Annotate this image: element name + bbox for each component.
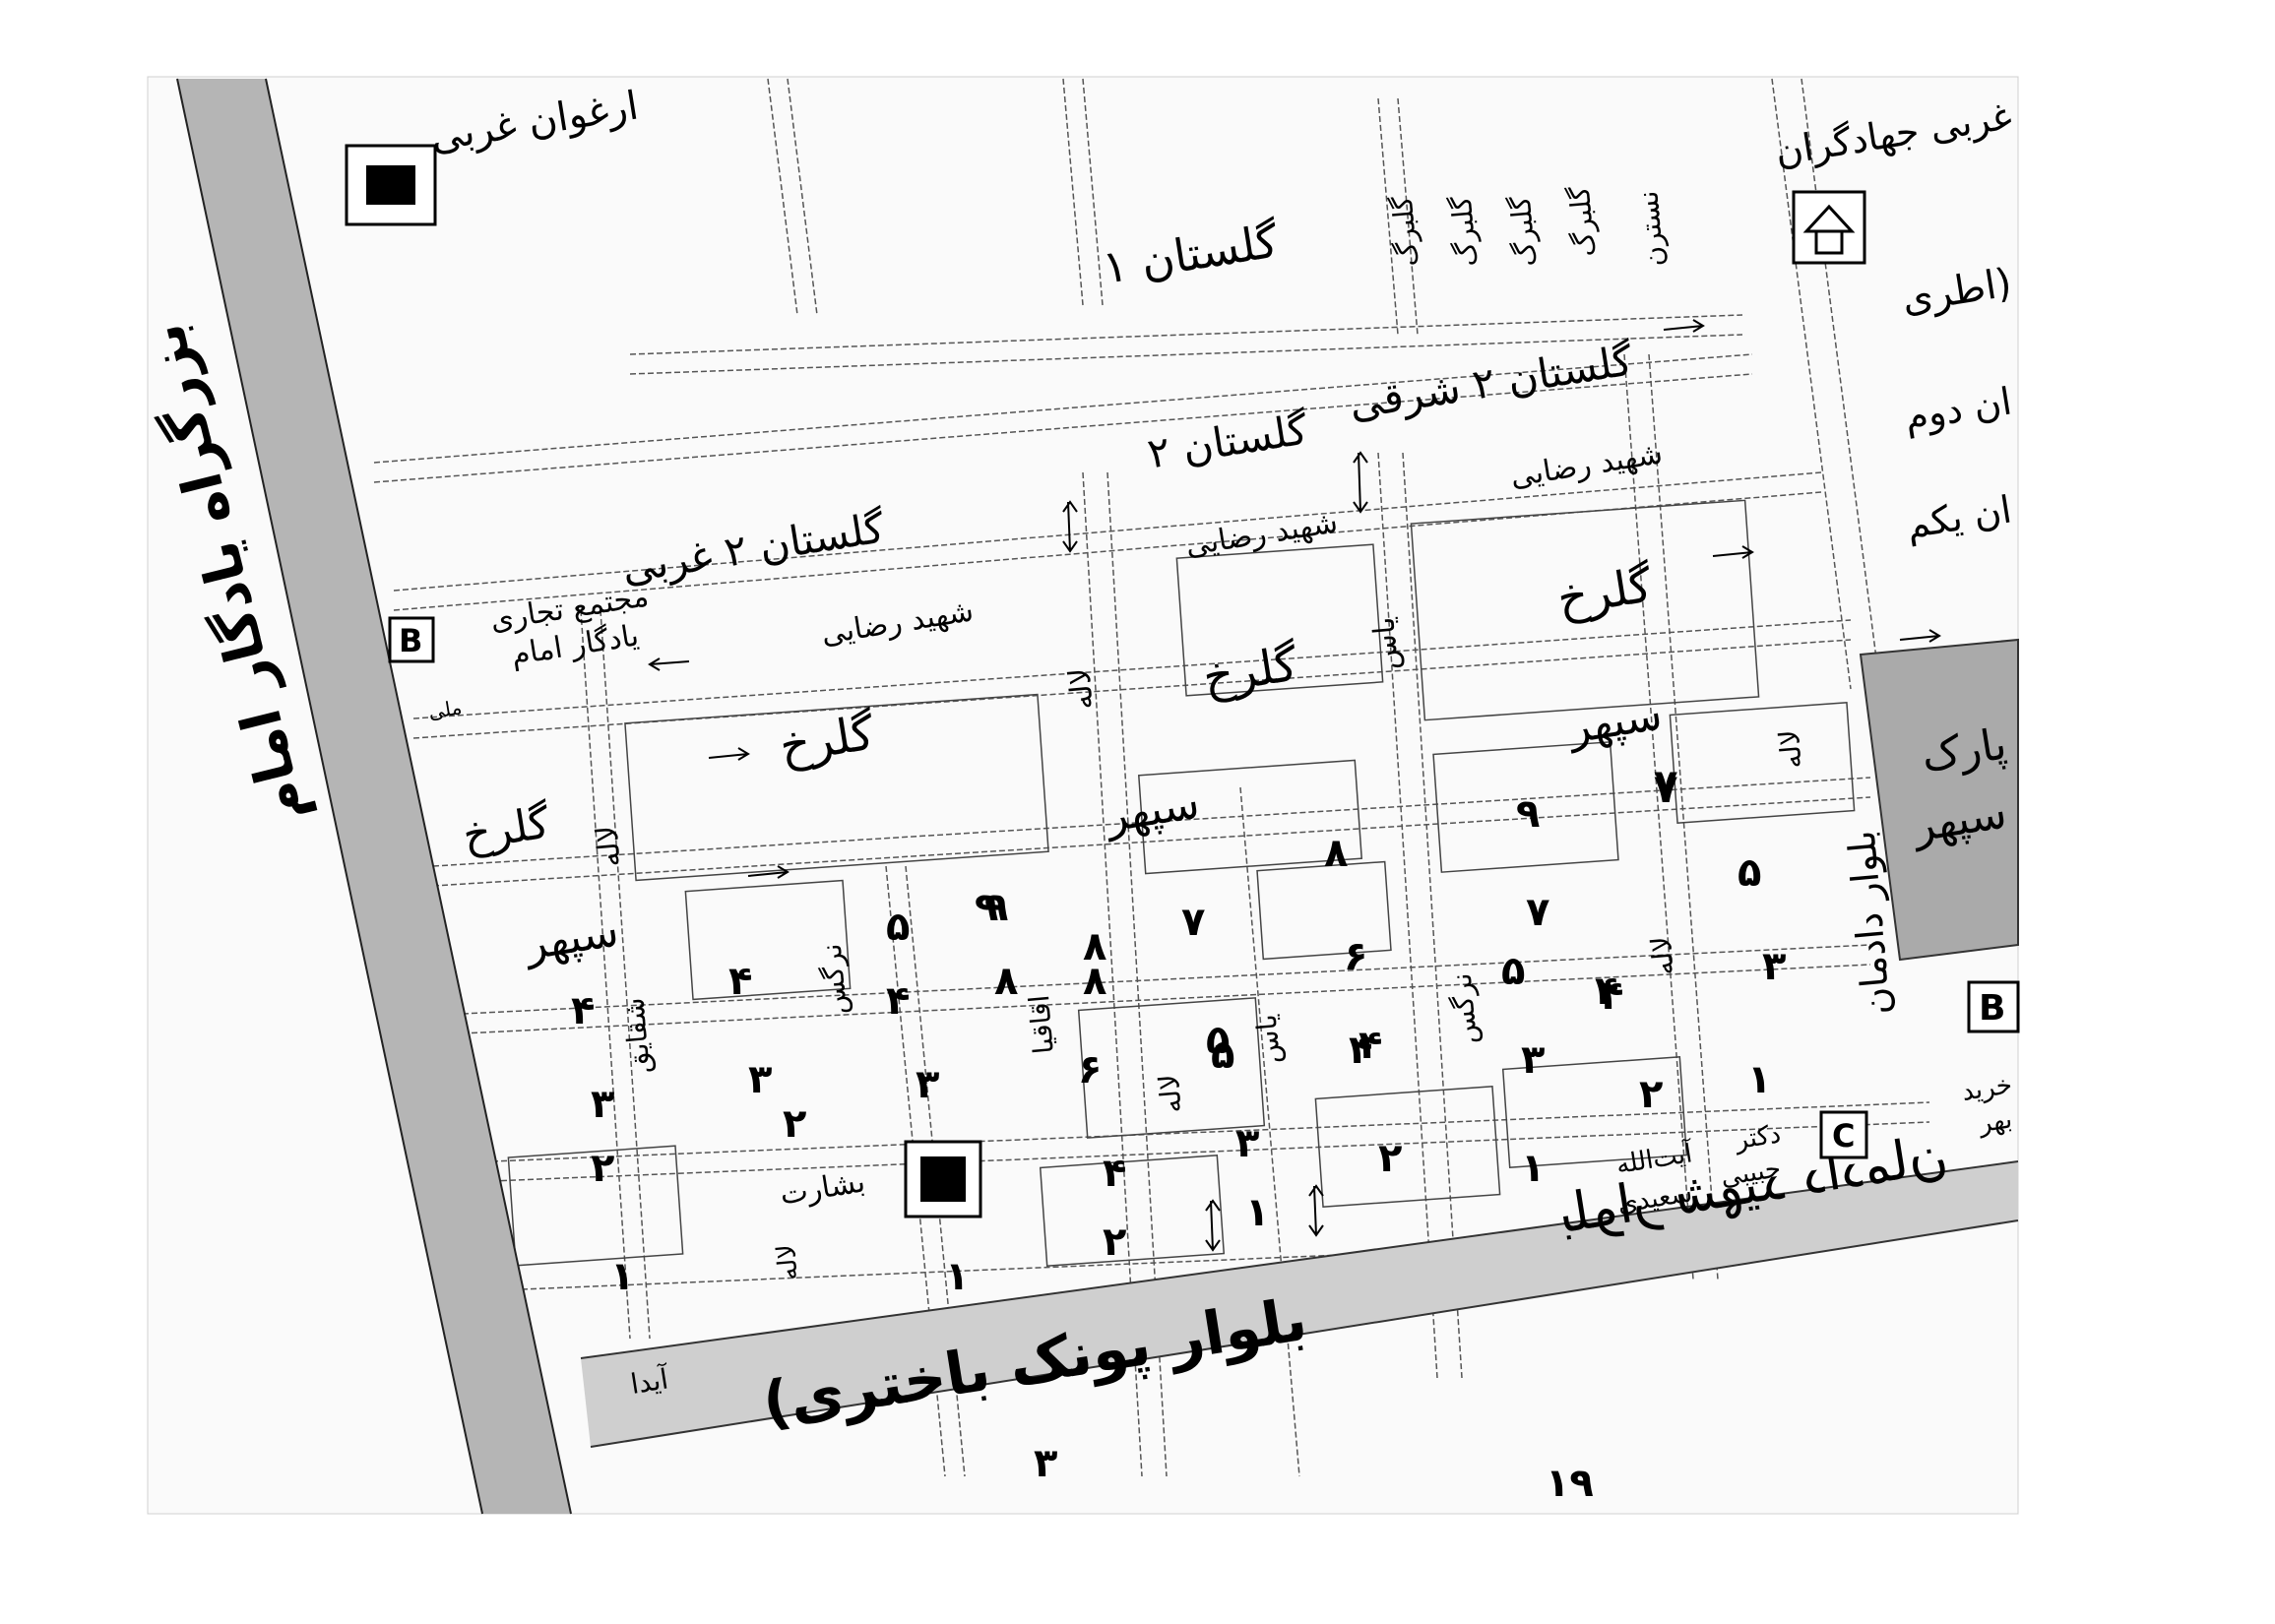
alley-number: ۴ — [1595, 968, 1618, 1014]
alley-name-11: نرگس — [1445, 971, 1484, 1045]
alley-name-6: یاس — [1366, 615, 1406, 671]
alley-number: ۳ — [1034, 1441, 1057, 1486]
alley-number: ۱ — [1747, 1057, 1771, 1102]
bank-icon: B — [388, 616, 435, 663]
alley-number: ۸ — [1083, 959, 1106, 1004]
mosque-icon — [1792, 190, 1866, 265]
alley-numbers: ۹ ۸ ۷ ۵ ۹ ۵ ۴ ۴ ۴ ۸ ۸ ۷ ۶ ۷ ۵ ۴ ۳ ۳ ۳ ۲ … — [571, 762, 1786, 1506]
svg-text:B: B — [1979, 988, 2005, 1029]
alley-number: ۹ — [1516, 791, 1540, 837]
direction-arrows — [648, 319, 1941, 1252]
doctor-label-1: دکتر — [1732, 1119, 1783, 1156]
alley-number: ۵ — [1211, 1032, 1234, 1078]
boulevard-band — [580, 1160, 2019, 1448]
alley-number: ۷ — [1526, 890, 1549, 935]
alley-name-8: لاله — [590, 824, 628, 868]
alley-number: ۳ — [1235, 1121, 1259, 1166]
alley-number: ۱ — [610, 1254, 634, 1299]
alley-number: ۸ — [1083, 924, 1106, 969]
alley-number: ۲ — [1639, 1072, 1663, 1117]
park-area — [1859, 638, 2019, 962]
alley-number: ۱۹ — [1546, 1461, 1594, 1506]
highway-band — [176, 78, 572, 1515]
alley-number: ۳ — [1762, 944, 1786, 989]
ida-label: آیدا — [628, 1362, 671, 1401]
alley-number: ۱ — [945, 1254, 969, 1299]
alley-name-7: لاله — [1062, 666, 1101, 711]
alley-number: ۲ — [783, 1101, 806, 1147]
clinic-icon: C — [1819, 1110, 1868, 1159]
alley-name-4: گلبرگ — [1563, 184, 1602, 258]
city-blocks — [507, 499, 1856, 1267]
alley-name-13: یاس — [1250, 1013, 1287, 1065]
alley-number: ۴ — [886, 978, 910, 1024]
alley-name-3: گلبرگ — [1504, 194, 1543, 268]
alley-name-2: گلبرگ — [1445, 194, 1484, 268]
alley-number: ۸ — [1324, 831, 1348, 876]
alley-name-15: لاله — [1153, 1073, 1188, 1114]
alley-number: ۴ — [1349, 1028, 1372, 1073]
alley-number: ۳ — [591, 1082, 614, 1127]
alley-name-10: نرگس — [815, 942, 853, 1016]
alley-name-16: لاله — [1773, 728, 1808, 770]
street-grid — [373, 78, 1930, 1477]
alley-number: ۲ — [591, 1146, 614, 1191]
alley-number: ۱ — [1521, 1146, 1545, 1191]
alley-number: ۴ — [1103, 1151, 1126, 1196]
alley-number: ۵ — [1206, 1018, 1230, 1063]
mall-suffix: ملی — [426, 695, 463, 723]
alley-number: ۹ — [975, 885, 998, 930]
alley-number: ۹ — [984, 885, 1008, 930]
alley-number: ۳ — [1521, 1037, 1545, 1083]
alley-number: ۴ — [1359, 1023, 1382, 1068]
alley-number: ۱ — [1245, 1190, 1269, 1235]
alley-number: ۳ — [916, 1062, 939, 1107]
alley-name-14: لاله — [1645, 935, 1680, 976]
alley-number: ۳ — [748, 1057, 772, 1102]
school-icon — [345, 144, 437, 226]
alley-name-1: گلبرگ — [1386, 194, 1424, 268]
svg-text:C: C — [1832, 1117, 1855, 1155]
alley-number: ۴ — [1600, 973, 1623, 1019]
alley-number: ۷ — [1654, 767, 1677, 812]
alley-number: ۷ — [1181, 900, 1205, 945]
alley-name-17: لاله — [772, 1243, 804, 1281]
alley-number: ۵ — [1501, 949, 1525, 994]
alley-number: ۷ — [1654, 762, 1677, 807]
alley-number: ۵ — [1738, 850, 1761, 896]
alley-name-5: نسترن — [1631, 189, 1671, 268]
alley-number: ۴ — [571, 988, 595, 1033]
alley-number: ۶ — [1078, 1047, 1102, 1093]
alley-number: ۴ — [728, 959, 752, 1004]
school-icon-2 — [904, 1140, 982, 1218]
svg-text:B: B — [399, 622, 422, 659]
alley-name-9: شقایق — [617, 996, 657, 1075]
bank-icon-2: B — [1967, 980, 2020, 1033]
alley-number: ۵ — [886, 905, 910, 950]
alley-name-12: اقاقیا — [1023, 994, 1060, 1056]
alley-number: ۶ — [1344, 934, 1367, 979]
kharid-label-2: بهر — [1975, 1104, 2014, 1139]
alley-number: ۲ — [1378, 1136, 1402, 1181]
alley-number: ۲ — [1103, 1219, 1126, 1265]
alley-number: ۸ — [994, 959, 1018, 1004]
